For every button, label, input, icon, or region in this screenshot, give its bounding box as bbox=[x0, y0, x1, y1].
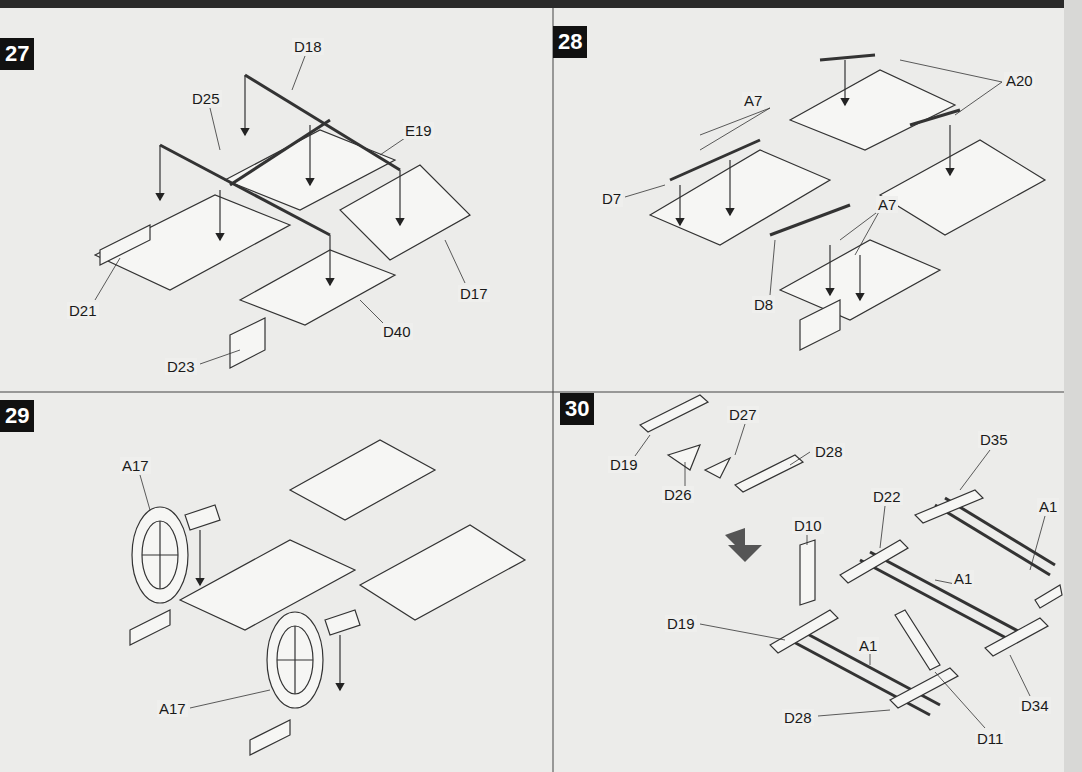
step-number-text: 29 bbox=[5, 403, 29, 428]
step-number-text: 30 bbox=[565, 396, 589, 421]
part-label: A1 bbox=[1037, 498, 1059, 515]
step-number: 30 bbox=[560, 393, 594, 425]
part-label: D11 bbox=[975, 730, 1005, 747]
part-label: D28 bbox=[782, 709, 814, 726]
part-label: D23 bbox=[165, 358, 197, 375]
part-label: A17 bbox=[120, 457, 151, 474]
part-label: A20 bbox=[1004, 72, 1035, 89]
part-label: E19 bbox=[403, 122, 434, 139]
part-label: D40 bbox=[381, 323, 413, 340]
part-label: D35 bbox=[978, 431, 1010, 448]
part-label: D25 bbox=[190, 90, 222, 107]
part-label: D17 bbox=[458, 285, 490, 302]
part-label: A7 bbox=[742, 92, 764, 109]
step-number: 29 bbox=[0, 400, 34, 432]
part-label: D7 bbox=[600, 190, 623, 207]
part-label: D18 bbox=[292, 38, 324, 55]
part-label: D10 bbox=[792, 517, 824, 534]
part-label: D22 bbox=[871, 488, 903, 505]
part-label: D19 bbox=[608, 456, 640, 473]
part-label: D28 bbox=[813, 443, 845, 460]
part-label: A1 bbox=[952, 570, 974, 587]
part-label: D27 bbox=[727, 406, 759, 423]
part-label: D34 bbox=[1019, 697, 1051, 714]
part-label: D8 bbox=[752, 296, 775, 313]
step-number-text: 28 bbox=[558, 29, 582, 54]
step-number: 27 bbox=[0, 38, 34, 70]
part-label: A1 bbox=[857, 637, 879, 654]
part-label: D26 bbox=[662, 486, 694, 503]
step-number: 28 bbox=[553, 26, 587, 58]
part-label: D21 bbox=[67, 302, 99, 319]
step-number-text: 27 bbox=[5, 41, 29, 66]
part-label: A17 bbox=[157, 700, 188, 717]
part-label: A7 bbox=[876, 196, 898, 213]
part-label: D19 bbox=[665, 615, 697, 632]
